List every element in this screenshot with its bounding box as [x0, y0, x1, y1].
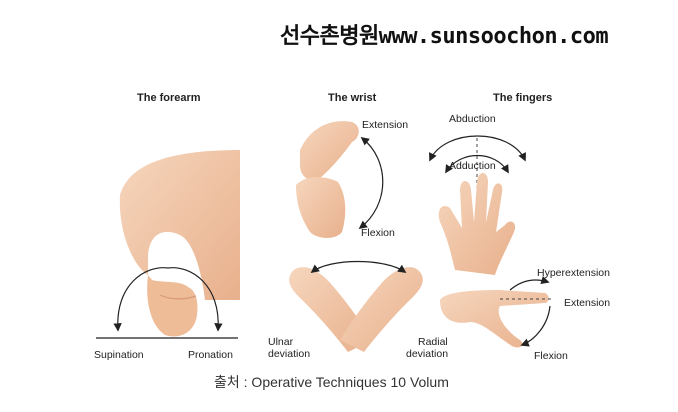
pronation-label: Pronation [188, 349, 233, 361]
adduction-arrow [445, 154, 509, 174]
finger-flexion-label: Flexion [534, 350, 568, 362]
wrist-extension-label: Extension [362, 119, 409, 131]
fingers-title: The fingers [493, 92, 553, 104]
supination-label: Supination [94, 349, 144, 361]
wrist-title: The wrist [328, 92, 377, 104]
forearm-title: The forearm [137, 92, 201, 104]
wrist-flexion-label: Flexion [361, 227, 395, 239]
ulnar-label-1: Ulnar [268, 336, 294, 348]
wrist-hand-figure [296, 121, 359, 238]
extension-label: Extension [564, 297, 611, 309]
flexion-arrow [520, 305, 551, 347]
abduction-label: Abduction [449, 113, 496, 125]
radial-label-2: deviation [406, 348, 449, 360]
source-caption: 출처 : Operative Techniques 10 Volum [214, 374, 449, 390]
hyperextension-arrow [509, 276, 550, 291]
deviation-hands-figure [289, 267, 423, 352]
deviation-arrow [310, 260, 407, 274]
supination-arrow [113, 267, 169, 332]
hyperextension-label: Hyperextension [537, 267, 610, 279]
radial-label-1: Radial [418, 336, 448, 348]
watermark-text: 선수촌병원www.sunsoochon.com [280, 24, 609, 49]
side-hand-figure [440, 290, 549, 348]
forearm-figure [119, 150, 240, 337]
pronation-arrow [167, 267, 223, 332]
spread-hand-figure [438, 173, 516, 275]
adduction-label: Adduction [449, 160, 496, 172]
ulnar-label-2: deviation [268, 348, 311, 360]
extension-flexion-arrow [358, 136, 384, 230]
abduction-arrow [429, 135, 526, 162]
